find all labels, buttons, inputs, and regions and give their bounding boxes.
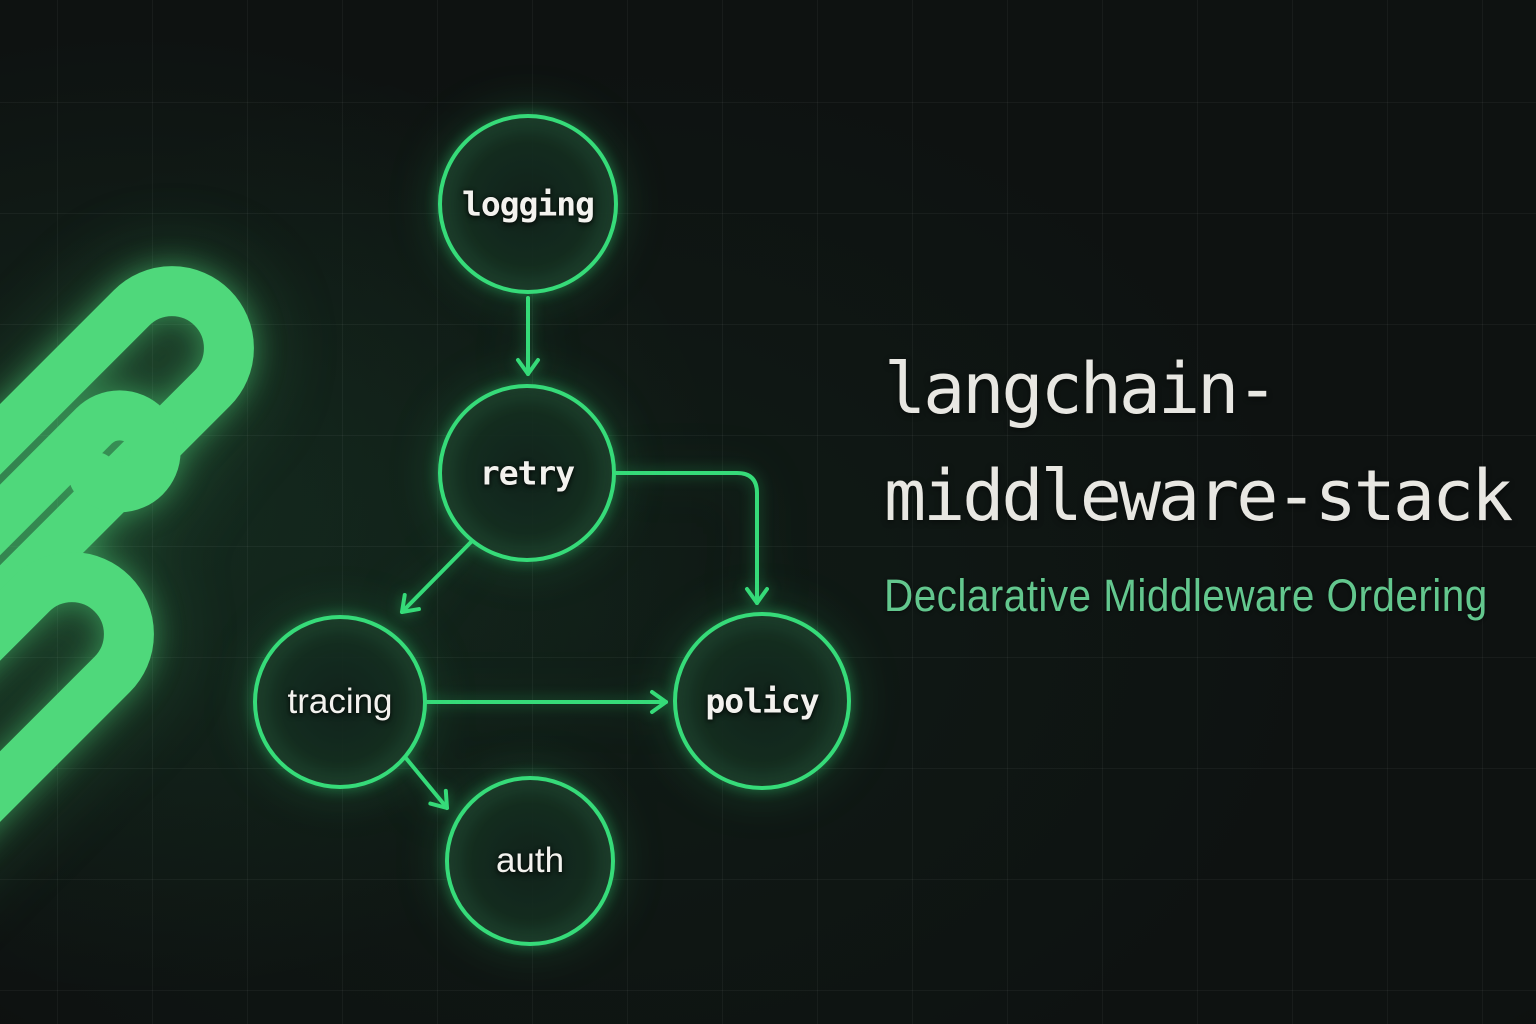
node-logging-circle: [438, 114, 618, 294]
node-tracing-circle: [253, 615, 427, 789]
package-title-line-2: middleware-stack: [884, 455, 1513, 537]
diagram-nodes: [253, 114, 851, 946]
diagram-edges: [400, 296, 769, 810]
chain-lower-link: [0, 552, 154, 922]
subtitle-text: Declarative Middleware Ordering: [884, 570, 1488, 621]
node-policy-label: policy: [705, 681, 819, 721]
edge-retry-policy: [614, 471, 769, 605]
node-auth-circle: [445, 776, 615, 946]
edge-retry-tracing: [400, 539, 474, 614]
node-retry-label: retry: [479, 453, 575, 493]
node-logging-label: logging: [461, 184, 595, 224]
package-title-line-1: langchain-: [884, 348, 1278, 430]
chain-hook-bar: [0, 390, 181, 628]
node-retry-circle: [438, 384, 616, 562]
node-policy-circle: [673, 612, 851, 790]
chain-link-icon: [0, 266, 254, 922]
node-tracing-label: tracing: [287, 682, 393, 721]
node-auth-label: auth: [495, 841, 565, 880]
edge-tracing-auth: [403, 755, 449, 810]
title-block: langchain- middleware-stack Declarative …: [884, 336, 1536, 622]
